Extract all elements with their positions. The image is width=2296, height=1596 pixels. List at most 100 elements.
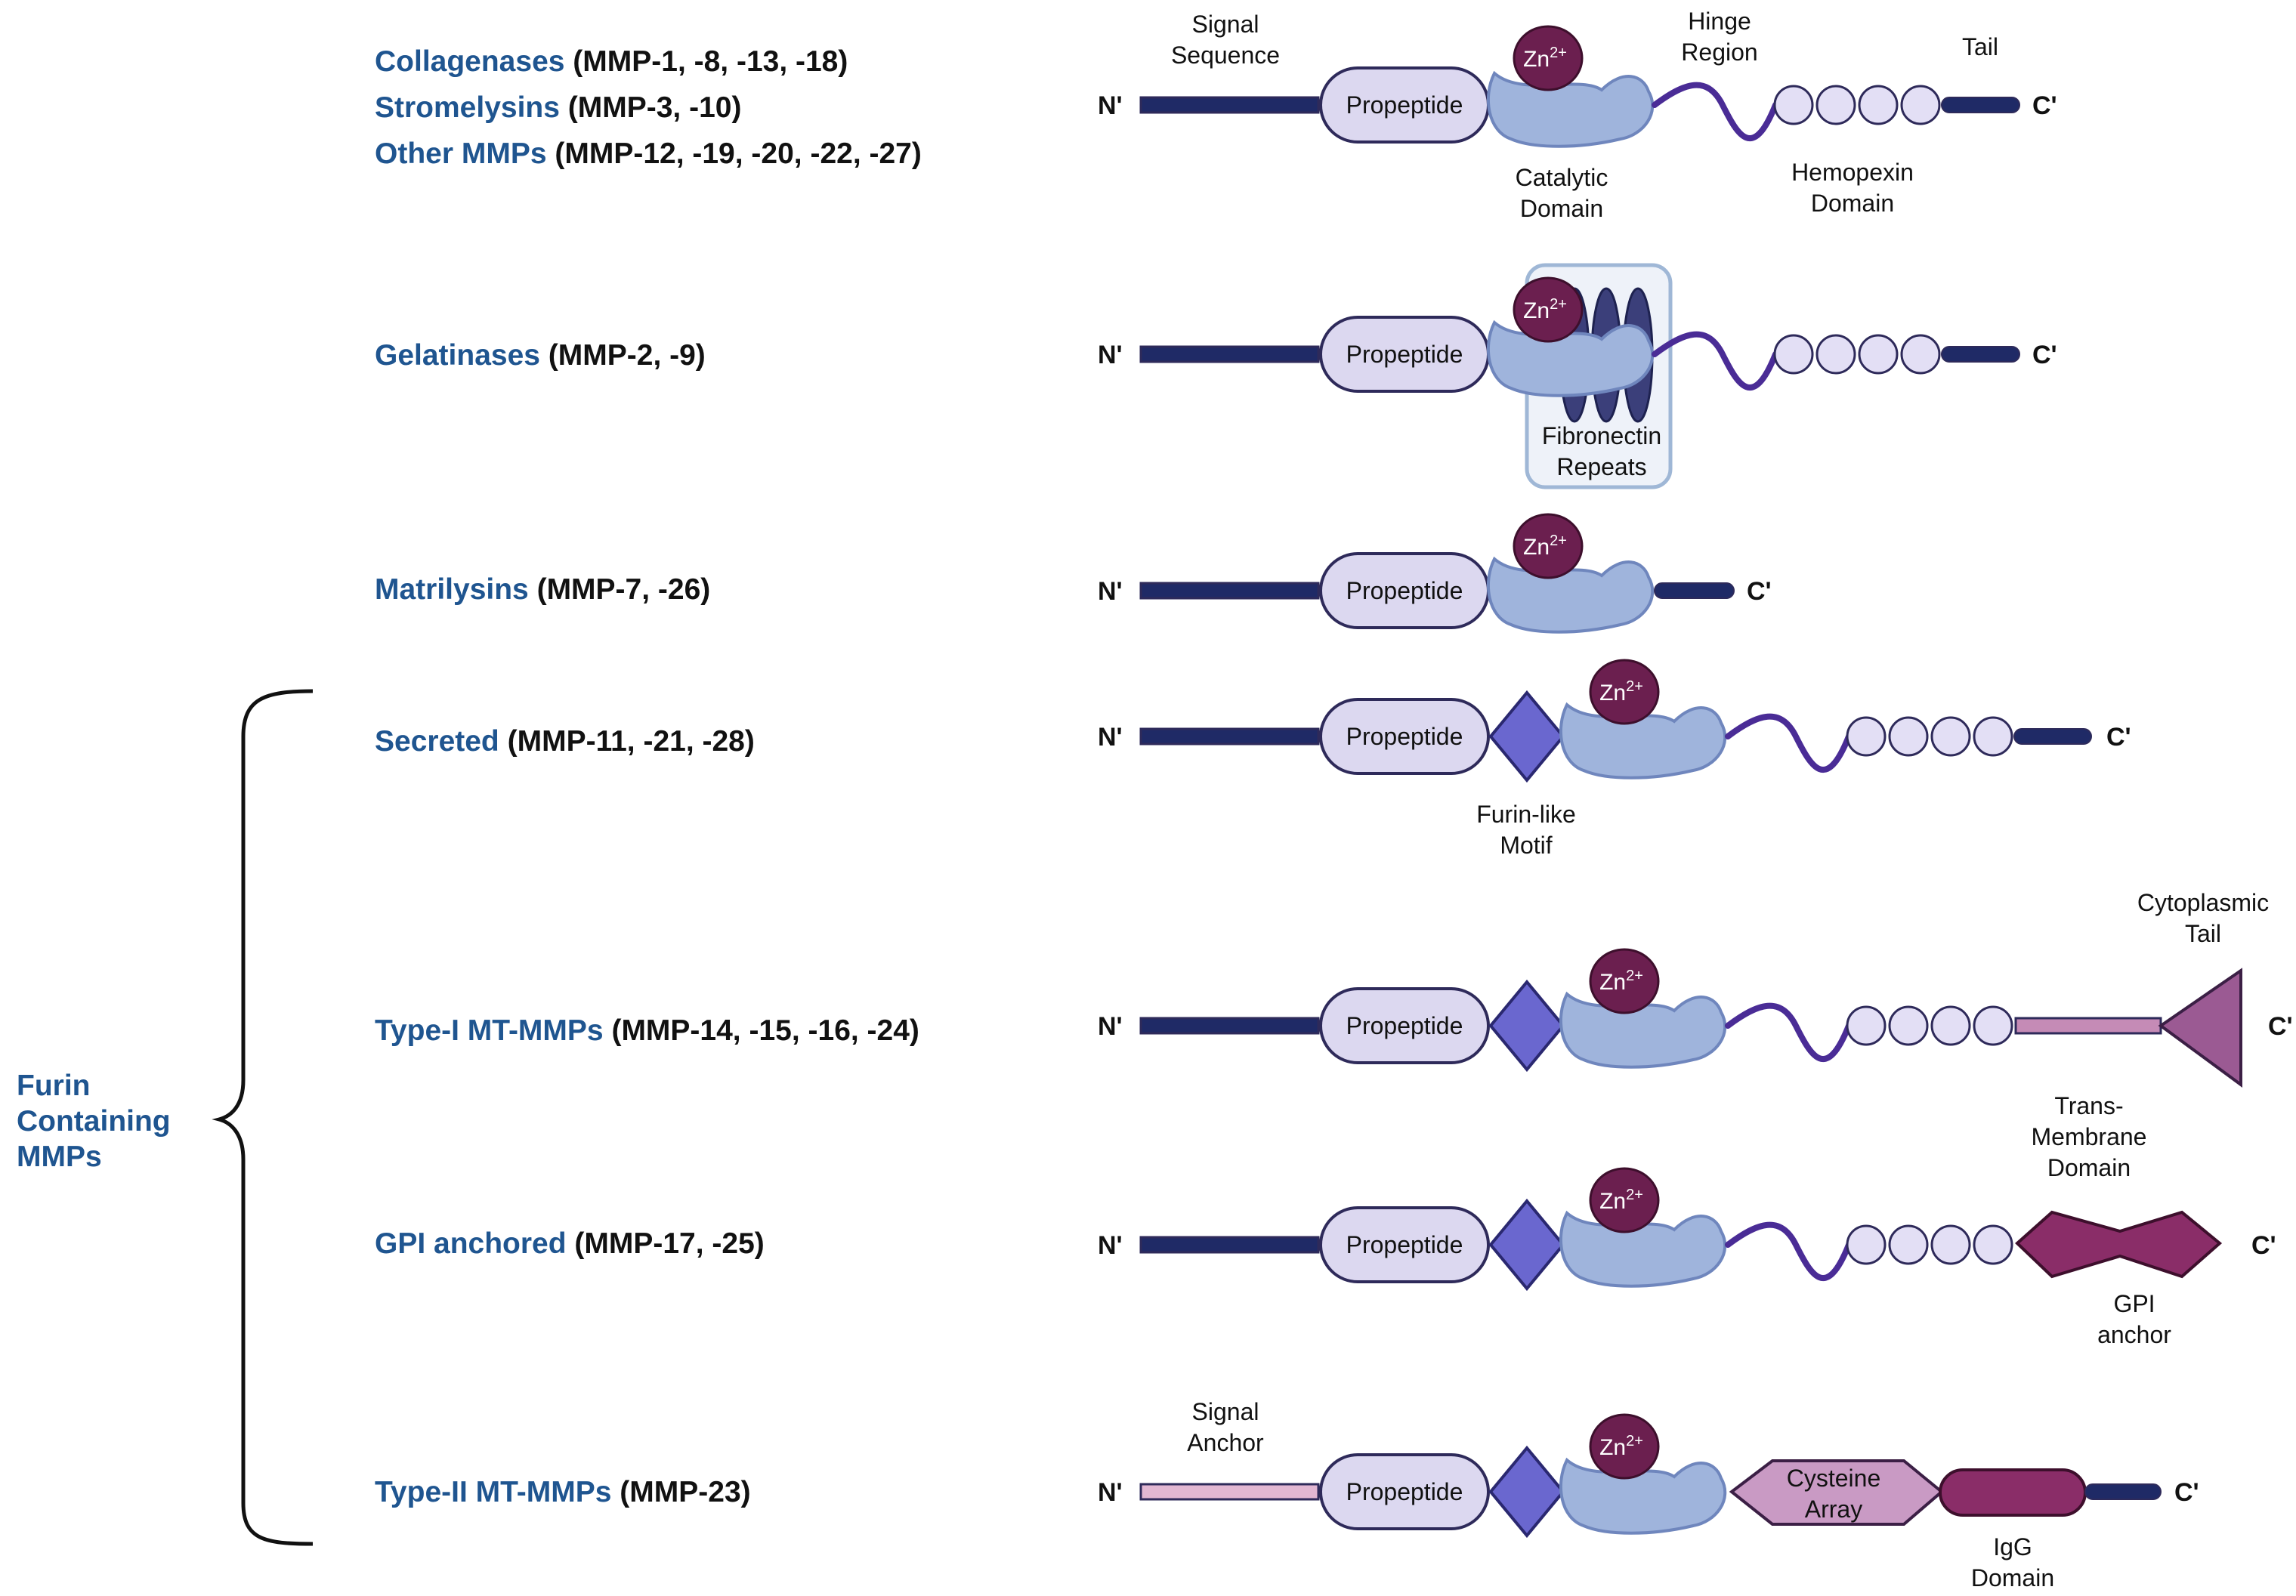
- propeptide-domain: Propeptide: [1319, 1206, 1490, 1283]
- zinc-ion: Zn2+: [1589, 1167, 1660, 1233]
- group-brace: [212, 689, 314, 1546]
- family-members: (MMP-23): [611, 1476, 750, 1508]
- c-terminus: C': [2174, 1478, 2199, 1507]
- hemopexin-blade: [1888, 716, 1929, 757]
- propeptide-domain: Propeptide: [1319, 552, 1490, 629]
- family-name: GPI anchored: [375, 1227, 567, 1260]
- c-terminus: C': [2032, 91, 2057, 120]
- gpi-anchor-label: GPI anchor: [2097, 1290, 2171, 1348]
- trans-membrane-domain-label-line: Trans-: [2054, 1092, 2123, 1119]
- catalytic-shape: [1559, 1457, 1727, 1535]
- hemopexin-blade: [1888, 1005, 1929, 1046]
- hemopexin-blade: [1930, 1224, 1971, 1265]
- propeptide-label: Propeptide: [1346, 577, 1463, 604]
- c-tail: [1941, 346, 2020, 363]
- n-terminus: N': [1098, 1478, 1123, 1507]
- hemopexin-domain: [1846, 716, 2013, 757]
- gpi-anchor-label-line: GPI: [2113, 1290, 2155, 1317]
- hemopexin-domain-label-line: Hemopexin: [1791, 159, 1914, 186]
- tail-label-line: Tail: [1962, 33, 1998, 60]
- furin-like-motif-label-line: Motif: [1500, 832, 1552, 859]
- signal-sequence: [1139, 582, 1320, 600]
- hemopexin-domain-label-line: Domain: [1811, 190, 1894, 217]
- signal-anchor: [1139, 1483, 1320, 1501]
- family-name: Stromelysins: [375, 91, 560, 124]
- furin-like-motif: [1488, 1198, 1565, 1292]
- signal-sequence-label-line: Signal: [1192, 11, 1259, 38]
- family-label: GPI anchored (MMP-17, -25): [375, 1227, 765, 1260]
- fibronectin-repeats-label-line: Repeats: [1556, 453, 1646, 480]
- c-tail: [2084, 1483, 2162, 1500]
- zinc-ion: Zn2+: [1589, 1413, 1660, 1480]
- n-terminus: N': [1098, 341, 1123, 369]
- igg-domain-label-line: Domain: [1971, 1564, 2054, 1591]
- zinc-ion: Zn2+: [1513, 513, 1584, 579]
- n-terminus: N': [1098, 577, 1123, 606]
- zinc-circle: [1589, 659, 1660, 725]
- family-label: Secreted (MMP-11, -21, -28): [375, 725, 755, 758]
- zinc-charge: 2+: [1626, 1433, 1643, 1449]
- trans-membrane-domain-label-line: Membrane: [2032, 1123, 2147, 1150]
- hemopexin-blade: [1973, 1224, 2013, 1265]
- c-terminus: C': [2268, 1012, 2293, 1041]
- signal-sequence: [1139, 96, 1320, 114]
- family-name: Other MMPs: [375, 137, 547, 170]
- furin-like-motif: [1488, 979, 1565, 1073]
- n-terminus: N': [1098, 1231, 1123, 1260]
- catalytic-domain: [1559, 702, 1727, 779]
- group-label-line: MMPs: [17, 1141, 102, 1173]
- hemopexin-blade: [1930, 1005, 1971, 1046]
- family-name: Gelatinases: [375, 339, 540, 372]
- hemopexin-blade: [1773, 334, 1814, 375]
- family-members: (MMP-17, -25): [567, 1227, 765, 1260]
- family-members: (MMP-14, -15, -16, -24): [604, 1014, 919, 1047]
- zinc-charge: 2+: [1626, 678, 1643, 695]
- hemopexin-blade: [1846, 1224, 1887, 1265]
- gpi-anchor-label-line: anchor: [2097, 1321, 2171, 1348]
- propeptide-domain: Propeptide: [1319, 66, 1490, 144]
- propeptide-shape: [1319, 987, 1490, 1064]
- catalytic-shape: [1559, 991, 1727, 1069]
- propeptide-domain: Propeptide: [1319, 987, 1490, 1064]
- family-members: (MMP-11, -21, -28): [499, 725, 755, 758]
- propeptide-label: Propeptide: [1346, 91, 1463, 119]
- zinc-label: Zn2+: [1523, 296, 1567, 323]
- zinc-charge: 2+: [1550, 533, 1567, 549]
- hemopexin-blade: [1900, 85, 1941, 125]
- trans-membrane-domain-label-line: Domain: [2047, 1154, 2131, 1181]
- cytoplasmic-tail-label-line: Cytoplasmic: [2137, 889, 2269, 916]
- hinge-region: [1725, 1002, 1852, 1062]
- hemopexin-domain: [1846, 1224, 2013, 1265]
- signal-sequence-label-line: Sequence: [1171, 42, 1280, 69]
- cysteine-array-label: Cysteine: [1787, 1465, 1881, 1492]
- hemopexin-blade: [1846, 716, 1887, 757]
- furin-like-motif: [1488, 690, 1565, 783]
- hinge-region-label-line: Hinge: [1688, 8, 1751, 35]
- hemopexin-domain: [1846, 1005, 2013, 1046]
- c-terminus: C': [2032, 341, 2057, 369]
- fibronectin-repeats-label-line: Fibronectin: [1542, 422, 1661, 449]
- zinc-ion: Zn2+: [1513, 25, 1584, 91]
- propeptide-shape: [1319, 1206, 1490, 1283]
- hemopexin-blade: [1930, 716, 1971, 757]
- catalytic-shape: [1486, 70, 1655, 148]
- zinc-label: Zn2+: [1599, 968, 1643, 995]
- hemopexin-blade: [1900, 334, 1941, 375]
- catalytic-domain: [1559, 1210, 1727, 1288]
- hemopexin-blade: [1973, 1005, 2013, 1046]
- c-terminus: C': [1747, 577, 1772, 606]
- zinc-circle: [1589, 948, 1660, 1014]
- family-members: (MMP-2, -9): [540, 339, 706, 372]
- zinc-circle: [1513, 25, 1584, 91]
- hemopexin-domain: [1773, 334, 1941, 375]
- catalytic-domain: [1486, 320, 1655, 397]
- family-members: (MMP-12, -19, -20, -22, -27): [547, 137, 922, 170]
- propeptide-label: Propeptide: [1346, 341, 1463, 368]
